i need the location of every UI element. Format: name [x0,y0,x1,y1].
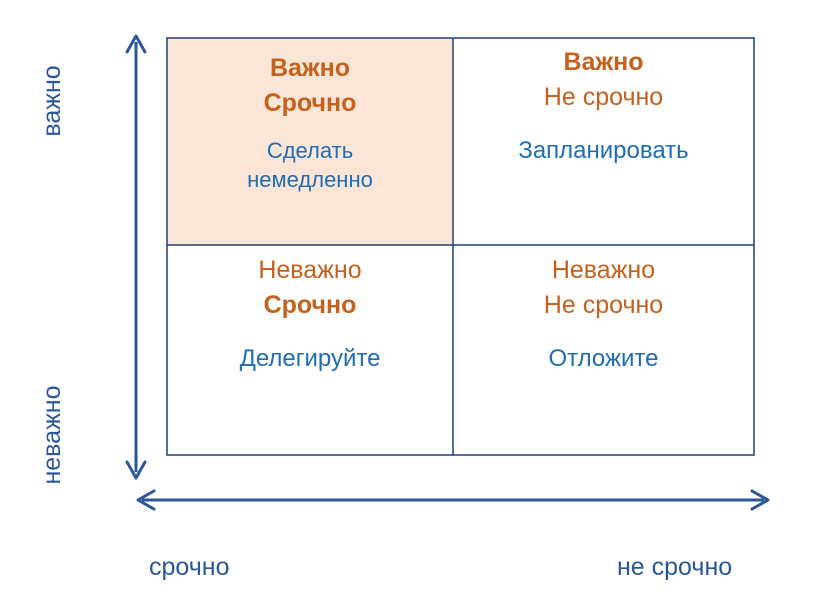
quadrant-not-important-urgent: Неважно Срочно Делегируйте [167,254,453,374]
quadrant-action-line2: немедленно [247,166,373,192]
quadrant-not-important-not-urgent: Неважно Не срочно Отложите [453,254,754,374]
quadrant-heading-line1: Важно [269,54,351,82]
quadrant-heading-line1: Неважно [551,256,656,284]
quadrant-action: Запланировать [518,137,689,164]
vertical-axis-arrow [125,34,147,480]
quadrant-action-line1: Сделать [266,138,354,163]
quadrant-heading-line1: Важно [563,48,644,76]
horizontal-axis-arrow [136,489,770,511]
quadrant-important-urgent: Важно Срочно Сделать немедленно [167,52,453,194]
axis-label-not-important: неважно [38,385,66,485]
quadrant-action: Отложите [548,345,659,372]
quadrant-heading-line1: Неважно [258,256,362,284]
quadrant-heading-line2: Не срочно [543,290,664,319]
urgent-important-fill [167,38,453,245]
axis-label-important: важно [38,65,66,137]
axis-label-not-urgent: не срочно [617,553,733,581]
quadrant-important-not-urgent: Важно Не срочно Запланировать [453,46,754,166]
quadrant-heading-line2: Не срочно [543,82,664,111]
quadrant-action: Делегируйте [239,345,381,372]
axis-label-urgent: срочно [149,553,230,581]
quadrant-heading-line2: Срочно [263,88,357,117]
quadrant-heading-line2: Срочно [263,290,357,319]
matrix-border [166,37,755,456]
